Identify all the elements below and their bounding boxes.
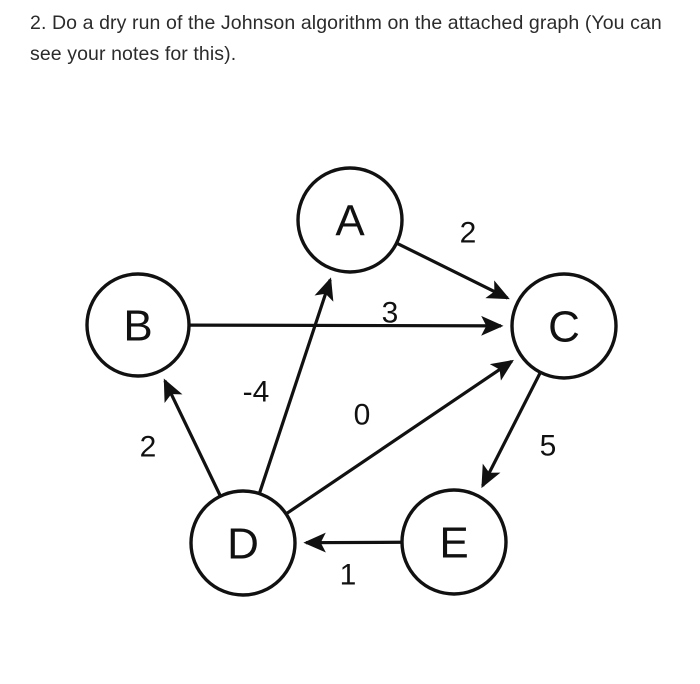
edge-d-to-c [286,359,514,515]
node-circle-a [296,166,404,274]
edge-weight-e-d: 1 [340,559,357,592]
edge-weights-layer: 2 3 -4 0 2 5 1 [140,217,557,592]
question-text: 2. Do a dry run of the Johnson algorithm… [30,12,662,65]
node-circle-e [400,488,508,596]
node-label-d: D [227,520,259,569]
edge-d-to-b [163,378,222,496]
node-label-a: A [335,197,365,246]
node-d: D [189,489,297,597]
edge-d-to-a [258,277,334,494]
edge-weight-a-c: 2 [460,217,477,250]
nodes-layer: A B C D E [85,166,618,597]
edge-b-to-c [189,315,504,336]
node-label-c: C [548,303,580,352]
graph-svg: A B C D E 2 3 -4 0 2 5 1 [85,166,618,597]
edge-c-to-e [481,372,542,489]
node-e: E [400,488,508,596]
node-c: C [510,272,618,380]
graph-figure: A B C D E 2 3 -4 0 2 5 1 [0,95,700,684]
node-b: B [85,272,191,378]
edge-weight-d-c: 0 [354,399,371,432]
edge-weight-b-c: 3 [382,297,399,330]
node-a: A [296,166,404,274]
edge-weight-d-b: 2 [140,431,157,464]
node-circle-b [85,272,191,378]
node-label-e: E [439,519,468,568]
node-circle-d [189,489,297,597]
node-circle-c [510,272,618,380]
edge-a-to-c [396,242,510,300]
node-label-b: B [123,302,152,351]
edge-weight-c-e: 5 [540,430,557,463]
edge-weight-d-a: -4 [243,376,270,409]
edges-layer [163,242,542,553]
